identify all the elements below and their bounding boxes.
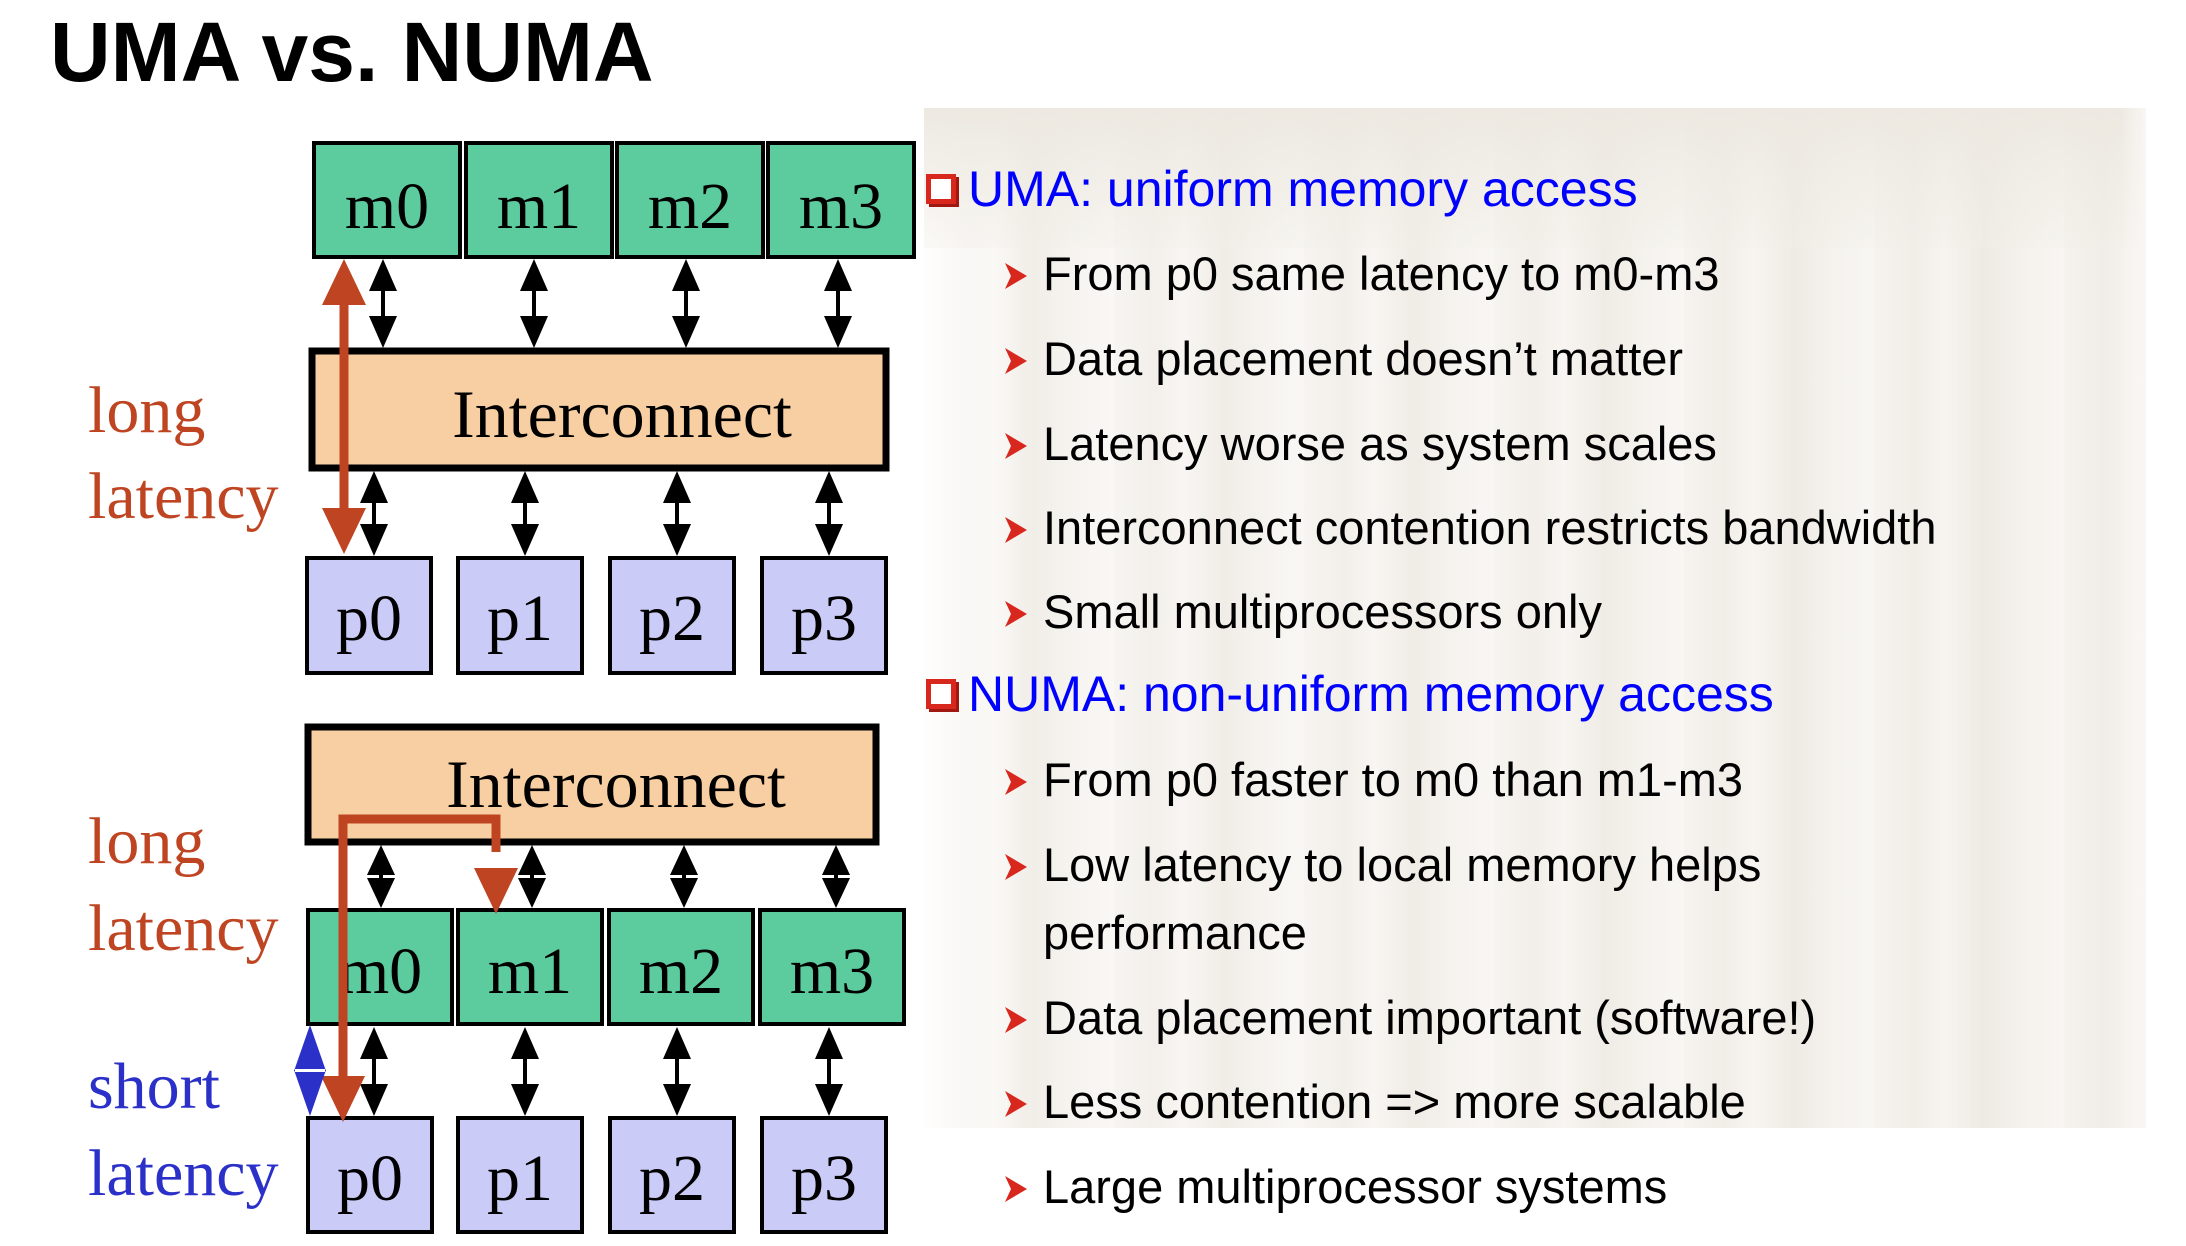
uma-memory-label: m2 <box>648 170 732 243</box>
numa-processor-box-p1 <box>456 1116 584 1234</box>
numa-arrowheads-top <box>367 845 850 908</box>
uma-processor-row: p0 p1 p2 p3 <box>305 556 888 675</box>
numa-long-latency-arrow-icon <box>321 814 518 1122</box>
uma-latency-label-line1: long <box>88 374 205 447</box>
uma-processor-label: p3 <box>791 582 857 655</box>
numa-long-latency-label-line2: latency <box>88 892 279 965</box>
numa-diagram: Interconnect m0 m1 m2 m3 <box>88 723 906 1234</box>
numa-processor-box-p2 <box>608 1116 736 1234</box>
uma-memory-row: m0 m1 m2 m3 <box>312 141 916 259</box>
numa-processor-label: p0 <box>337 1142 403 1215</box>
numa-memory-box-m1 <box>456 908 604 1026</box>
numa-processor-row: p0 p1 p2 p3 <box>306 1116 888 1234</box>
numa-processor-label: p1 <box>487 1142 553 1215</box>
numa-memory-label: m1 <box>488 935 572 1008</box>
numa-processor-box-p0 <box>306 1116 434 1234</box>
numa-processor-label: p2 <box>639 1142 705 1215</box>
uma-memory-box-m1 <box>464 141 614 259</box>
numa-short-latency-label-line1: short <box>88 1050 220 1123</box>
uma-memory-box-m0 <box>312 141 462 259</box>
uma-processor-box-p3 <box>760 556 888 675</box>
numa-memory-label: m2 <box>639 935 723 1008</box>
uma-long-latency-arrow-icon <box>322 259 366 554</box>
numa-memory-row: m0 m1 m2 m3 <box>306 908 906 1026</box>
uma-latency-label-line2: latency <box>88 460 279 533</box>
numa-long-latency-label-line1: long <box>88 805 205 878</box>
numa-processor-box-p3 <box>760 1116 888 1234</box>
uma-memory-label: m3 <box>799 170 883 243</box>
uma-mem-interconnect-links <box>381 270 840 334</box>
uma-processor-label: p1 <box>487 582 553 655</box>
uma-memory-label: m1 <box>497 170 581 243</box>
numa-memory-box-m2 <box>607 908 755 1026</box>
slide-title: UMA vs. NUMA <box>50 5 654 99</box>
uma-memory-label: m0 <box>345 170 429 243</box>
numa-interconnect-label: Interconnect <box>446 746 786 822</box>
uma-processor-label: p2 <box>639 582 705 655</box>
uma-processor-label: p0 <box>336 582 402 655</box>
uma-processor-box-p1 <box>456 556 584 675</box>
numa-interconnect-mem-links <box>379 857 838 895</box>
numa-memory-label: m3 <box>790 935 874 1008</box>
uma-diagram: m0 m1 m2 m3 Interconnect <box>88 141 916 675</box>
uma-arrowheads-top <box>369 259 852 348</box>
numa-mem-proc-links <box>372 1040 831 1100</box>
numa-memory-label: m0 <box>338 935 422 1008</box>
uma-memory-box-m2 <box>615 141 765 259</box>
background-temple-image <box>924 108 2146 1128</box>
numa-memory-box-m3 <box>758 908 906 1026</box>
numa-memory-box-m0 <box>306 908 454 1026</box>
uma-interconnect-box <box>308 347 890 472</box>
uma-memory-box-m3 <box>766 141 916 259</box>
uma-processor-box-p0 <box>305 556 433 675</box>
numa-short-latency-arrow-icon <box>294 1025 326 1116</box>
numa-processor-label: p3 <box>791 1142 857 1215</box>
uma-processor-box-p2 <box>608 556 736 675</box>
numa-short-latency-label-line2: latency <box>88 1137 279 1210</box>
uma-interconnect-label: Interconnect <box>452 376 792 452</box>
uma-arrowheads-bottom <box>360 471 843 556</box>
numa-arrowheads-bottom <box>360 1027 843 1116</box>
uma-interconnect-proc-links <box>372 482 831 542</box>
